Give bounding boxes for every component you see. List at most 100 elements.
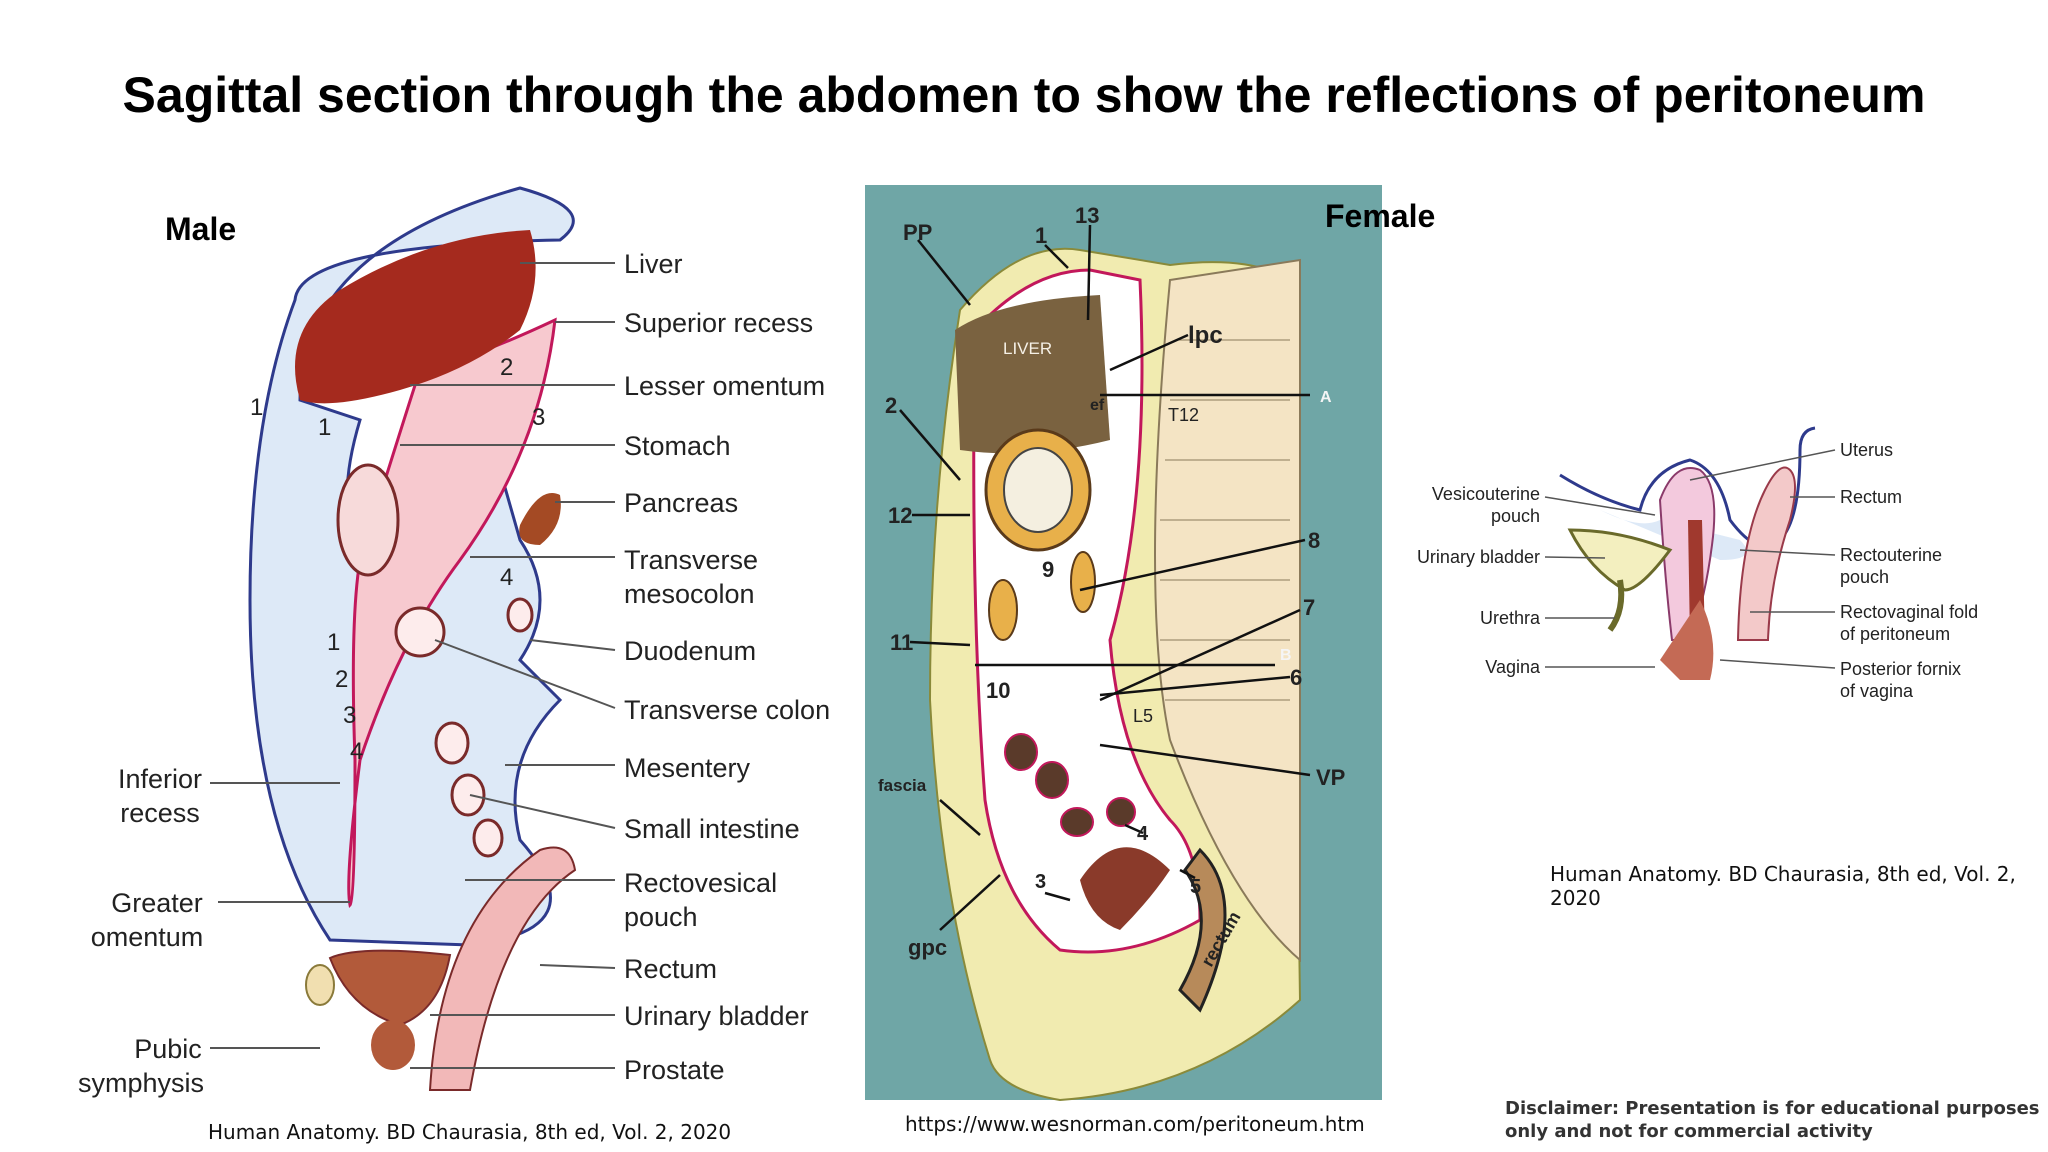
female-label-11: 11 [890,630,913,655]
male-label-rectum: Rectum [624,954,717,984]
female-pelvis-caption: Human Anatomy. BD Chaurasia, 8th ed, Vol… [1550,862,2016,910]
male-label-superior-recess: Superior recess [624,308,813,338]
male-label-recess: recess [120,798,200,828]
male-label-rectovesical: Rectovesical [624,868,777,898]
male-urinary-bladder [328,949,452,1027]
female-label-lpc: lpc [1188,322,1223,349]
female-colon [988,579,1018,641]
male-layer-4a: 4 [500,564,513,591]
page-title: Sagittal section through the abdomen to … [122,67,1926,123]
female-label-l5: L5 [1133,706,1153,726]
pelvis-label-rectum: Rectum [1840,487,1902,507]
male-label-pancreas: Pancreas [624,488,738,518]
pelvis-label-of-peritoneum: of peritoneum [1840,624,1950,644]
pelvis-label-uterus: Uterus [1840,440,1893,460]
male-label-duodenum: Duodenum [624,636,756,666]
female-label-13: 13 [1075,203,1099,228]
male-small-intestine-2 [450,773,486,817]
female-label-8: 8 [1308,528,1320,553]
female-rectum-shape [1178,847,1227,1013]
female-label-12: 12 [888,503,912,528]
male-label-lesser-omentum: Lesser omentum [624,371,825,401]
female-label-3: 3 [1035,871,1046,893]
female-label-2: 2 [885,393,897,418]
male-label-inferior: Inferior [118,764,202,794]
female-label-t12: T12 [1168,405,1199,425]
male-layer-3b: 3 [343,702,356,729]
pelvis-label-rectouterine: Rectouterine [1840,545,1942,565]
male-label-symphysis: symphysis [78,1068,204,1098]
male-layer-3a: 3 [532,404,545,431]
female-heading: Female [1325,198,1435,234]
male-pancreas [519,493,561,545]
male-label-mesocolon: mesocolon [624,579,755,609]
pelvis-vagina [1660,600,1714,680]
male-label-stomach: Stomach [624,431,731,461]
pelvis-urinary-bladder [1567,528,1673,592]
female-label-pp: PP [903,220,932,245]
female-label-1: 1 [1035,223,1047,248]
disclaimer-line-1: Disclaimer: Presentation is for educatio… [1505,1098,2040,1119]
female-stomach-lumen [1003,447,1073,533]
pelvis-urethra [1607,579,1625,632]
female-label-4: 4 [1137,823,1149,845]
lesser-sac [347,317,557,909]
male-heading: Male [165,211,236,247]
female-label-vp: VP [1316,765,1345,790]
male-label-transverse: Transverse [624,545,758,575]
female-loop-3 [1060,807,1094,837]
male-label-small-intestine: Small intestine [624,814,800,844]
male-layer-4b: 4 [350,738,363,765]
female-label-gpc: gpc [908,935,947,960]
male-label-urinary-bladder: Urinary bladder [624,1001,809,1031]
female-central-caption: https://www.wesnorman.com/peritoneum.htm [905,1112,1365,1136]
female-central-diagram: PP 1 13 lpc LIVER ef T12 A 2 12 8 9 7 11… [865,185,1435,1102]
female-label-b: B [1280,647,1292,664]
male-small-intestine-1 [434,721,470,765]
pelvis-label-vagina: Vagina [1485,657,1541,677]
male-label-omentum: omentum [91,922,204,952]
male-layer-1b: 1 [318,414,331,441]
pelvis-rectum [1736,466,1796,641]
male-diagram: Liver Superior recess Lesser omentum Sto… [78,186,830,1138]
female-duodenum [1070,551,1096,613]
female-label-5: 5 [1190,876,1201,898]
male-layer-2b: 2 [335,666,348,693]
male-label-prostate: Prostate [624,1055,725,1085]
pelvis-leader-lines [1544,449,1836,669]
female-label-6: 6 [1290,665,1302,690]
male-small-intestine-3 [472,818,504,858]
male-layer-1c: 1 [327,629,340,656]
female-label-ef: ef [1090,397,1105,414]
pelvis-label-posterior-fornix: Posterior fornix [1840,659,1961,679]
male-leader-lines [210,262,616,1069]
male-rectum [428,846,577,1091]
female-label-a: A [1320,389,1332,406]
pelvis-label-rectovaginal-fold: Rectovaginal fold [1840,602,1978,622]
pelvis-peritoneum-line [1559,426,1816,549]
pelvis-label-of-vagina: of vagina [1840,681,1914,701]
pelvis-label-urinary-bladder: Urinary bladder [1417,547,1540,567]
male-layer-1a: 1 [250,394,263,421]
female-loop-1 [1004,733,1038,771]
male-label-mesentery: Mesentery [624,753,751,783]
pelvis-label-urethra: Urethra [1480,608,1541,628]
male-caption: Human Anatomy. BD Chaurasia, 8th ed, Vol… [208,1120,732,1144]
male-label-greater: Greater [111,888,203,918]
female-liver [955,295,1110,454]
male-label-transverse-colon: Transverse colon [624,695,830,725]
male-label-pouch: pouch [624,902,698,932]
pelvis-label-pouch-left: pouch [1491,506,1540,526]
pubic-symphysis-shape [305,964,335,1006]
male-stomach [336,463,400,577]
female-label-7: 7 [1303,595,1315,620]
male-transverse-colon [394,606,446,658]
female-label-10: 10 [986,678,1010,703]
male-label-liver: Liver [624,249,683,279]
female-loop-4 [1106,797,1136,827]
female-label-fascia: fascia [878,776,927,795]
female-label-9: 9 [1042,557,1054,582]
female-pelvis-diagram: Vesicouterine pouch Urinary bladder Uret… [1417,426,1978,701]
female-leader-lines [899,224,1311,931]
